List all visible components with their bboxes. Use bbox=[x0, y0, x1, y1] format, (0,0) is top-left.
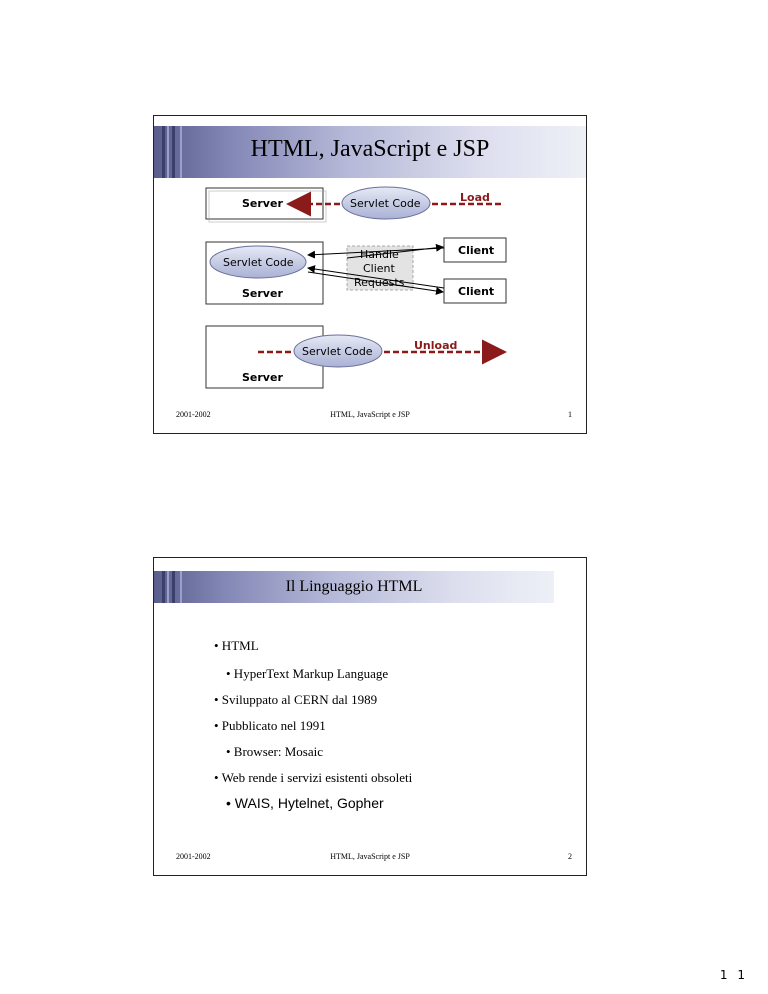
bullet-item: • Pubblicato nel 1991 bbox=[214, 718, 326, 733]
footer-title: HTML, JavaScript e JSP bbox=[330, 852, 410, 861]
client-label: Client bbox=[458, 244, 494, 257]
server-label: Server bbox=[242, 371, 283, 384]
client-box-1 bbox=[443, 237, 507, 263]
server-label: Server bbox=[242, 197, 283, 210]
load-label: Load bbox=[460, 191, 490, 204]
bullet-item: • Sviluppato al CERN dal 1989 bbox=[214, 692, 378, 707]
unload-label: Unload bbox=[414, 339, 457, 352]
client-box-2 bbox=[443, 278, 507, 304]
server-label: Server bbox=[242, 287, 283, 300]
client-label: Client bbox=[458, 285, 494, 298]
slide-2: Il Linguaggio HTML • HTML • HyperText Ma… bbox=[153, 557, 587, 876]
handle-line: Client bbox=[363, 262, 396, 275]
bullet-item: • Web rende i servizi esistenti obsoleti bbox=[214, 770, 413, 785]
footer-title: HTML, JavaScript e JSP bbox=[330, 410, 410, 419]
servlet-code-label: Servlet Code bbox=[302, 345, 373, 358]
title-band bbox=[154, 571, 554, 603]
footer-date: 2001-2002 bbox=[176, 852, 211, 861]
page-number: 1 1 bbox=[719, 968, 748, 982]
servlet-code-ellipse bbox=[293, 334, 383, 368]
servlet-code-label: Servlet Code bbox=[223, 256, 294, 269]
servlet-code-label: Servlet Code bbox=[350, 197, 421, 210]
servlet-lifecycle-diagram: Server Servlet Code Load Server Servlet … bbox=[205, 186, 507, 389]
slide-title: Il Linguaggio HTML bbox=[285, 578, 423, 595]
slide-1: HTML, JavaScript e JSP Server Servlet Co… bbox=[153, 115, 587, 434]
sub-bullet-item: • WAIS, Hytelnet, Gopher bbox=[226, 795, 384, 811]
title-band bbox=[154, 126, 586, 178]
footer-date: 2001-2002 bbox=[176, 410, 211, 419]
sub-bullet-item: • HyperText Markup Language bbox=[226, 666, 389, 681]
slide-number: 1 bbox=[568, 410, 572, 419]
servlet-code-ellipse bbox=[341, 186, 431, 220]
slide-title: HTML, JavaScript e JSP bbox=[250, 136, 490, 162]
slide-number: 2 bbox=[568, 852, 572, 861]
servlet-code-ellipse bbox=[209, 245, 307, 279]
sub-bullet-item: • Browser: Mosaic bbox=[226, 744, 323, 759]
bullet-item: • HTML bbox=[214, 638, 259, 653]
